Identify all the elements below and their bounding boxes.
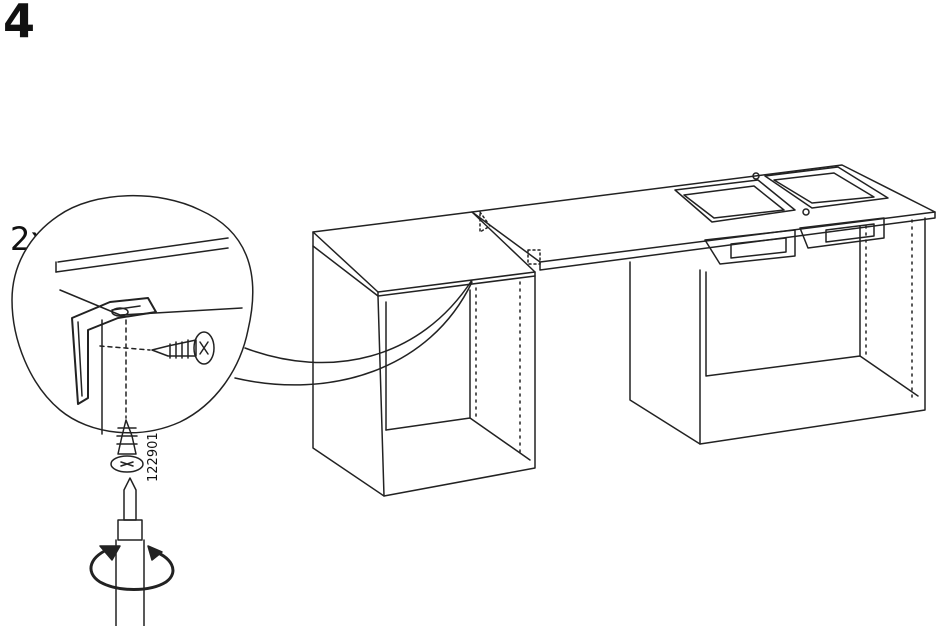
left-cabinet: [312, 211, 536, 497]
right-cabinet: [629, 217, 926, 445]
corner-bracket-icon: [71, 297, 157, 405]
rotate-clockwise-icon: [89, 545, 175, 591]
step-number: 4: [3, 0, 36, 48]
screw-icon: [151, 331, 215, 365]
screwdriver-icon: [115, 477, 145, 626]
worktop: [471, 164, 936, 271]
detail-callout: [11, 194, 473, 473]
screw-icon: [110, 419, 144, 473]
